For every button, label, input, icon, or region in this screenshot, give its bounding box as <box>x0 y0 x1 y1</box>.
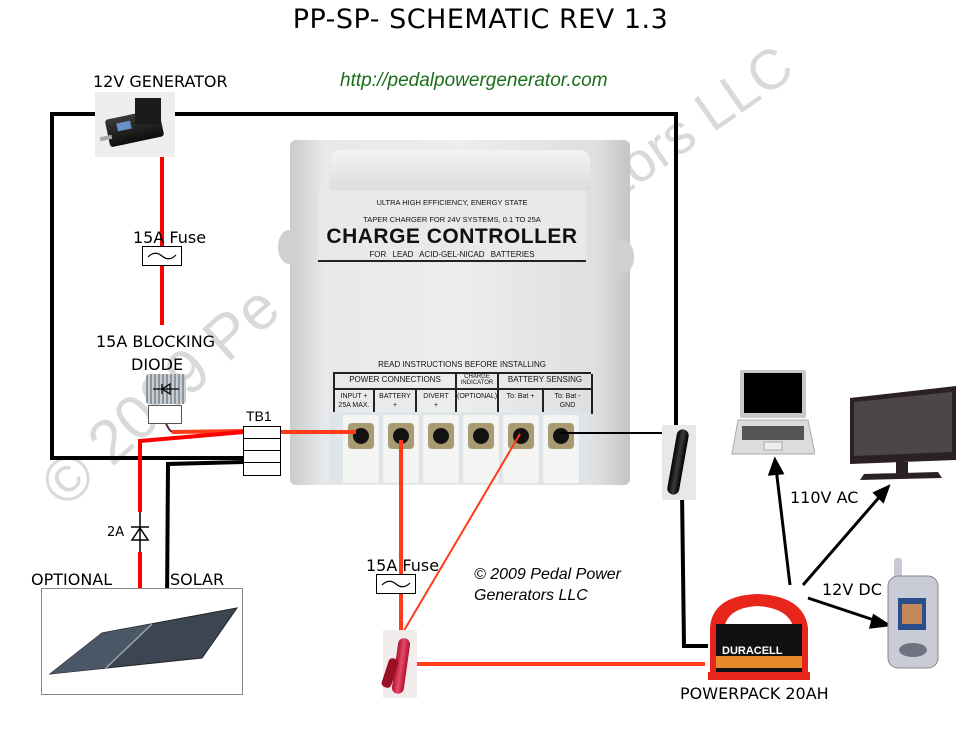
group-power-connections: POWER CONNECTIONS <box>335 374 457 390</box>
black-clamp-photo <box>662 425 696 500</box>
screw-icon <box>468 423 494 449</box>
arrow-to-phone <box>807 596 881 624</box>
wire-solar-positive <box>138 430 245 512</box>
fuse-bottom-label: 15A Fuse <box>366 556 440 575</box>
terminal-block-label: TB1 <box>246 408 272 424</box>
tv-photo <box>848 384 958 484</box>
solar-label-optional: OPTIONAL <box>31 570 113 589</box>
arrow-to-laptop <box>774 467 792 586</box>
wire-negative-main <box>50 112 678 460</box>
screw-icon <box>508 423 534 449</box>
terminal-label-input: INPUT +25A MAX. <box>335 390 375 414</box>
terminal-charge-indicator <box>463 415 499 483</box>
terminal-label-battery: BATTERY+ <box>375 390 417 414</box>
blocking-diode-label-line1: 15A BLOCKING <box>96 332 216 351</box>
diode-base <box>148 405 182 424</box>
website-link[interactable]: http://pedalpowergenerator.com <box>340 70 608 91</box>
cellphone-icon <box>887 558 939 669</box>
blocking-diode-label-line2: DIODE <box>131 355 184 374</box>
controller-desc-line3: FOR LEAD ACID-GEL-NICAD BATTERIES <box>369 250 535 259</box>
controller-desc-line1: ULTRA HIGH EFFICIENCY, ENERGY STATE <box>376 198 528 207</box>
terminal-label-optional: (OPTIONAL) <box>457 390 499 414</box>
controller-title: CHARGE CONTROLLER <box>326 225 578 248</box>
red-clamp-photo <box>380 630 417 698</box>
copyright-line2: Generators LLC <box>474 587 588 604</box>
copyright-notice: © 2009 Pedal Power Generators LLC <box>474 564 621 606</box>
output-arrows <box>767 456 893 629</box>
charge-controller-label: ULTRA HIGH EFFICIENCY, ENERGY STATE TAPE… <box>318 190 586 262</box>
solar-label-solar: SOLAR <box>170 570 225 589</box>
ac-output-label: 110V AC <box>790 488 859 507</box>
wire-negative-powerpack <box>680 491 708 648</box>
terminal-input <box>343 415 379 483</box>
screw-icon <box>428 423 454 449</box>
group-charge-indicator: CHARGE INDICATOR <box>457 374 499 390</box>
dc-output-label: 12V DC <box>822 580 882 599</box>
generator-photo <box>95 92 175 157</box>
powerpack-photo: DURACELL <box>700 588 815 680</box>
blocking-diode-photo <box>146 374 186 404</box>
controller-terminal-legend: READ INSTRUCTIONS BEFORE INSTALLING POWE… <box>333 360 593 414</box>
tv-icon <box>850 386 956 480</box>
solar-diode-label: 2A <box>107 525 125 540</box>
controller-desc-line2: TAPER CHARGER FOR 24V SYSTEMS, 0.1 TO 25… <box>363 215 541 224</box>
arrow-to-tv <box>801 493 884 586</box>
mounting-ear-left <box>278 230 300 264</box>
terminal-divert <box>423 415 459 483</box>
solar-panel-icon <box>48 607 239 675</box>
solar-panel-photo <box>41 588 243 695</box>
laptop-photo <box>730 368 815 458</box>
powerpack-label: POWERPACK 20AH <box>680 684 829 703</box>
fuse-bottom-icon <box>376 574 416 594</box>
terminal-block <box>243 426 281 476</box>
powerpack-icon: DURACELL <box>708 594 810 680</box>
charge-controller-top <box>330 150 590 190</box>
fuse-top-icon <box>142 246 182 266</box>
terminal-label-bat-plus: To: Bat + <box>499 390 544 414</box>
fuse-top-label: 15A Fuse <box>133 228 207 247</box>
terminal-bat-plus <box>503 415 539 483</box>
powerpack-brand: DURACELL <box>722 645 783 657</box>
instructions-note: READ INSTRUCTIONS BEFORE INSTALLING <box>333 360 591 374</box>
terminal-label-divert: DIVERT+ <box>417 390 457 414</box>
wire-sense-positive <box>401 433 521 635</box>
generator-label: 12V GENERATOR <box>93 72 228 91</box>
copyright-line1: © 2009 Pedal Power <box>474 566 621 583</box>
laptop-icon <box>731 370 815 455</box>
solar-diode-icon <box>130 512 150 552</box>
mounting-ear-right <box>612 240 634 274</box>
schematic-title: PP-SP- SCHEMATIC REV 1.3 <box>292 4 669 35</box>
terminal-label-bat-minus: To: Bat -GND <box>544 390 593 414</box>
cellphone-photo <box>884 558 942 670</box>
terminal-bat-minus <box>543 415 579 483</box>
group-battery-sensing: BATTERY SENSING <box>499 374 593 390</box>
wire-negative-solar <box>165 460 245 605</box>
diode-symbol-icon <box>153 382 179 396</box>
screw-icon <box>348 423 374 449</box>
